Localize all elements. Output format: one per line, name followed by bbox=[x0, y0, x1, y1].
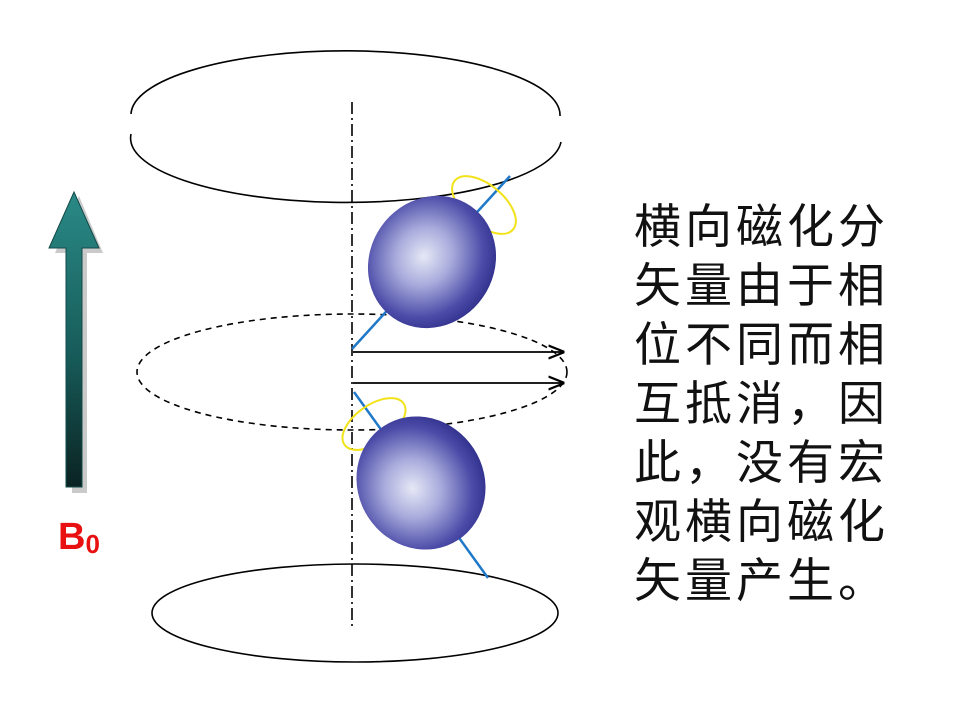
top-orbit bbox=[129, 50, 562, 204]
caption-line: 位不同而相 bbox=[634, 318, 889, 373]
middle-orbit-dashed bbox=[136, 313, 568, 431]
caption-line: 互抵消，因 bbox=[634, 377, 889, 432]
caption-line: 观横向磁化 bbox=[634, 495, 889, 550]
field-arrow bbox=[48, 190, 103, 493]
field-label-subscript: 0 bbox=[85, 529, 100, 559]
field-label: B0 bbox=[58, 518, 100, 557]
lower-spin bbox=[341, 391, 490, 579]
caption-text: 横向磁化分 矢量由于相 位不同而相 互抵消，因 此，没有宏 观横向磁化 矢量产生… bbox=[634, 198, 914, 611]
caption-line: 横向磁化分 bbox=[634, 200, 889, 255]
bottom-orbit bbox=[151, 563, 559, 663]
caption-line: 矢量由于相 bbox=[634, 259, 889, 314]
upper-spin-nucleus bbox=[367, 195, 497, 329]
caption-line: 矢量产生。 bbox=[634, 554, 889, 609]
caption-line: 此，没有宏 bbox=[634, 436, 889, 491]
upper-spin bbox=[351, 175, 517, 350]
lower-spin-nucleus bbox=[356, 416, 486, 550]
field-label-main: B bbox=[58, 516, 86, 558]
